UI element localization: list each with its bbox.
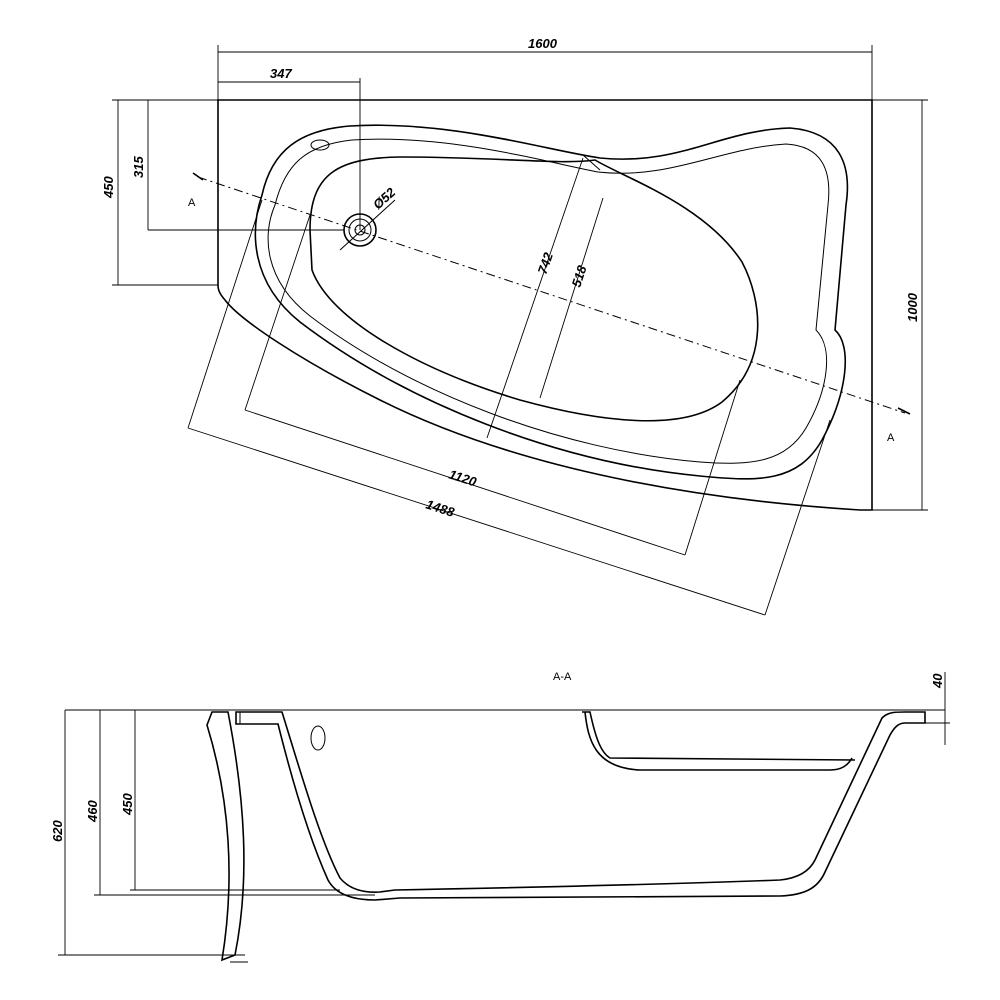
dim-line-right-depth: [860, 99, 928, 511]
dim-line-outer-length: [187, 199, 831, 616]
section-marker-right: A: [887, 432, 895, 444]
rim-step: [582, 154, 601, 171]
dim-line-742: [486, 157, 584, 439]
dim-total-height: 620: [50, 820, 65, 842]
dim-outer-length: 1488: [424, 497, 457, 520]
dim-inner-length: 1120: [447, 467, 479, 490]
section-title: A-A: [553, 671, 572, 683]
rim-outline: [254, 124, 849, 480]
dim-line-460: [94, 710, 375, 896]
dim-rim: 40: [930, 673, 945, 689]
basin-outline: [309, 156, 759, 422]
section-arrow-left: [192, 172, 204, 181]
outer-contour: [217, 99, 873, 511]
dim-height-460: 460: [85, 800, 100, 823]
drain-leader: [339, 199, 396, 251]
dim-drain-offset-y: 315: [131, 156, 146, 178]
dim-drain-diameter: Ø52: [370, 184, 399, 212]
dim-line-width: [217, 45, 873, 100]
overflow-icon: [310, 139, 330, 151]
section-arrow-right: [897, 407, 911, 415]
dim-line-left-depth: [112, 99, 218, 286]
dim-line-rim: [925, 672, 950, 745]
section-marker-left: A: [188, 197, 196, 209]
dim-left-depth: 450: [101, 176, 116, 199]
dim-line-450: [130, 710, 340, 891]
dim-line-drain-y: [147, 100, 344, 231]
rim-inner-outline: [267, 138, 830, 464]
overflow-hole-icon: [310, 725, 326, 751]
dim-drain-offset-x: 347: [270, 66, 292, 81]
tub-profile: [235, 711, 926, 901]
armrest-profile: [582, 711, 856, 771]
dim-line-518: [539, 197, 604, 399]
dim-line-total-height: [58, 710, 245, 956]
dim-inner-width-518: 518: [569, 263, 590, 289]
dim-inner-width-742: 742: [535, 250, 556, 276]
dim-right-depth: 1000: [905, 292, 920, 322]
top-view: Ø52 A A 1600 347 450 315 1000 742 518 11…: [101, 36, 928, 616]
dim-line-drain-x: [218, 78, 361, 230]
dim-line-inner-length: [244, 214, 741, 556]
section-view: A-A 620 460 450 40: [50, 671, 950, 963]
section-line-a-a: [197, 176, 906, 414]
apron-profile: [206, 711, 245, 962]
dim-width: 1600: [528, 36, 558, 51]
dim-height-450: 450: [120, 793, 135, 816]
